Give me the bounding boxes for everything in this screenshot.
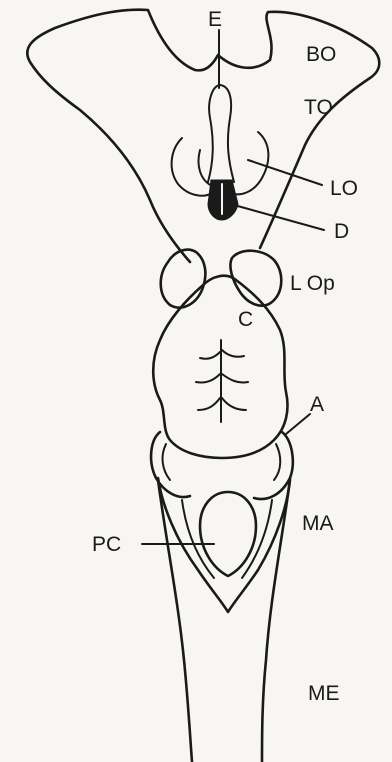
cerebellum-fold-2 [196,374,220,383]
olfactory-lobe-right [228,132,268,194]
label-C: C [238,308,253,331]
cerebellum-fold-3 [198,398,220,410]
label-D: D [334,220,349,243]
medulla-inner-right [242,500,272,578]
optic-lobe-left [161,250,206,308]
label-BO: BO [306,43,336,66]
medulla-inner-left [182,500,214,578]
label-A: A [310,393,324,416]
label-E: E [208,8,222,31]
posterior-choroid [200,492,256,576]
label-LO: LO [330,177,358,200]
label-MA: MA [302,512,334,535]
auricle-right-inner [274,444,280,480]
olfactory-tract [208,85,234,182]
label-PC: PC [92,533,121,556]
medulla-oblongata-right [262,480,290,762]
olfactory-lobe-inner-left [199,150,213,186]
cerebellum-fold-1 [200,352,220,359]
cerebellum-fold-4 [222,350,244,357]
olfactory-lobe-left [172,138,216,196]
leader-A [286,414,310,434]
cerebellum-fold-5 [222,374,248,383]
auricle-left-inner [163,444,170,480]
cerebellum-fold-6 [222,398,246,410]
label-LOp: L Op [290,272,335,295]
leader-D [234,205,324,230]
label-TO: TO [304,96,333,119]
label-ME: ME [308,682,340,705]
